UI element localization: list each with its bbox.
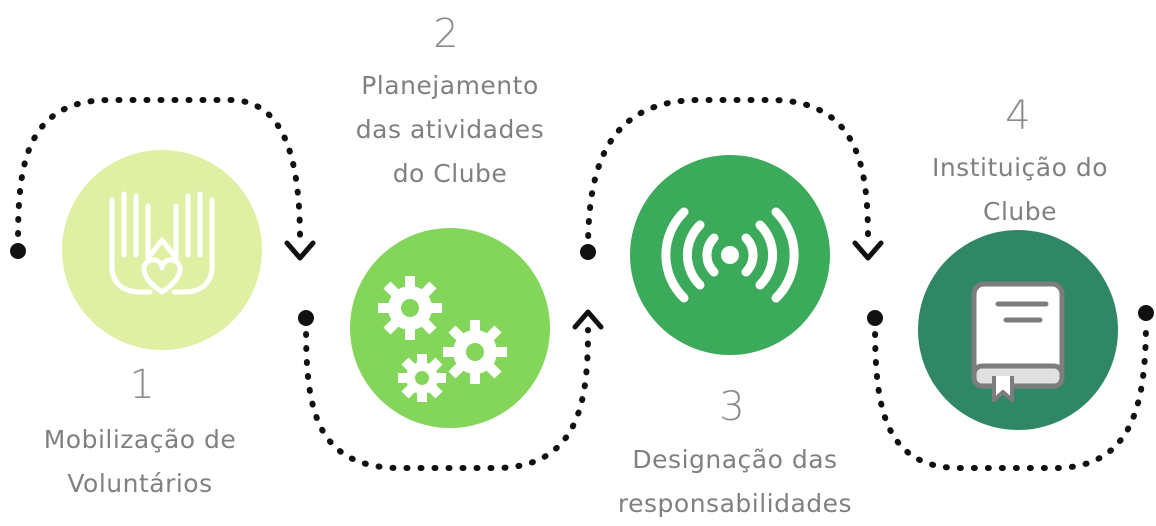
arrow-down-icon <box>284 240 316 261</box>
step-4-number: 4 <box>1005 93 1031 139</box>
step-2-circle <box>350 228 550 428</box>
step-1-number: 1 <box>129 362 155 408</box>
connector-start-dot <box>580 244 596 260</box>
arrow-down-icon <box>852 240 884 261</box>
step-1-label: Mobilização de Voluntários <box>20 418 260 506</box>
connector-start-dot <box>298 310 314 326</box>
step-1-circle <box>62 150 262 350</box>
step-2-number: 2 <box>433 11 459 57</box>
connector-3-to-4 <box>585 97 871 253</box>
connector-2-to-3 <box>303 317 591 471</box>
step-1-label-line: Voluntários <box>67 469 213 498</box>
connector-4-to-end <box>872 317 1149 471</box>
step-3-label: Designação das responsabilidades <box>595 438 875 526</box>
gears-icon <box>378 276 507 402</box>
book-icon <box>971 281 1065 402</box>
step-4-label-line: Instituição do <box>931 153 1109 182</box>
connector-start-dot <box>1138 305 1154 321</box>
step-2-label-line: Planejamento <box>361 71 539 100</box>
arrow-up-icon <box>572 309 604 330</box>
connector-start-dot <box>867 310 883 326</box>
step-3-number: 3 <box>719 384 745 430</box>
step-1-label-line: Mobilização de <box>43 425 237 454</box>
signal-broadcast-icon <box>661 207 799 303</box>
connector-start-dot <box>10 243 26 259</box>
step-2-label-line: das atividades <box>355 115 545 144</box>
step-2-label: Planejamento das atividades do Clube <box>330 64 570 196</box>
hands-heart-icon <box>109 191 215 295</box>
step-3-label-line: Designação das <box>632 445 838 474</box>
step-2-label-line: do Clube <box>392 159 508 188</box>
step-4-label-line: Clube <box>983 197 1057 226</box>
step-4-label: Instituição do Clube <box>900 146 1140 234</box>
step-3-label-line: responsabilidades <box>617 489 853 518</box>
